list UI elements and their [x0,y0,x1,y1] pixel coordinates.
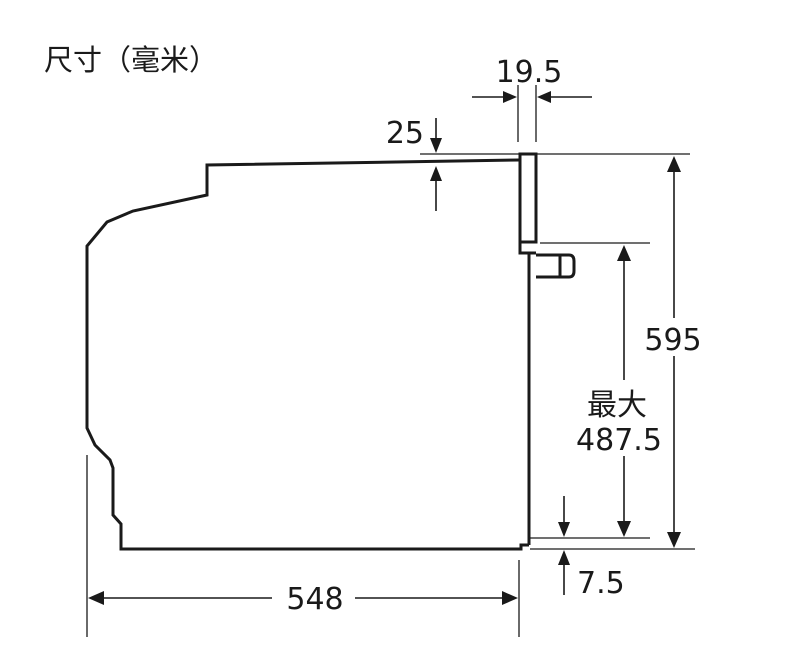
dimension-label-depth: 548 [286,582,343,617]
oven-door [518,152,538,545]
arrow-right-icon [502,591,518,605]
door-handle [536,253,576,279]
arrow-up-icon [558,550,570,565]
arrow-up-icon [430,166,442,181]
dimension-label-door-thickness: 19.5 [496,55,563,90]
arrow-down-icon [558,522,570,537]
arrow-down-icon [617,521,631,537]
arrow-left-icon [88,591,104,605]
arrow-up-icon [617,245,631,261]
dimension-label-overall-height: 595 [644,323,701,358]
dimension-max-cavity: 最大 487.5 [576,245,662,537]
dimension-overall-height: 595 [640,156,708,548]
arrow-down-icon [430,138,442,153]
oven-body-outline [85,158,529,551]
diagram-title: 尺寸（毫米） [44,43,218,77]
dimension-label-max: 最大 [587,388,647,423]
extension-lines [86,85,695,637]
dimension-label-max-value: 487.5 [576,423,662,458]
arrow-right-icon [503,91,517,103]
arrow-left-icon [537,91,551,103]
dimension-label-bottom-gap: 7.5 [577,566,625,601]
dimension-bottom-gap: 7.5 [558,496,625,601]
dimension-depth: 548 [88,582,518,617]
dimension-top-offset: 25 [386,116,442,211]
dimension-door-thickness: 19.5 [472,55,592,103]
dimension-label-top-offset: 25 [386,116,424,151]
arrow-down-icon [667,532,681,548]
arrow-up-icon [667,156,681,172]
